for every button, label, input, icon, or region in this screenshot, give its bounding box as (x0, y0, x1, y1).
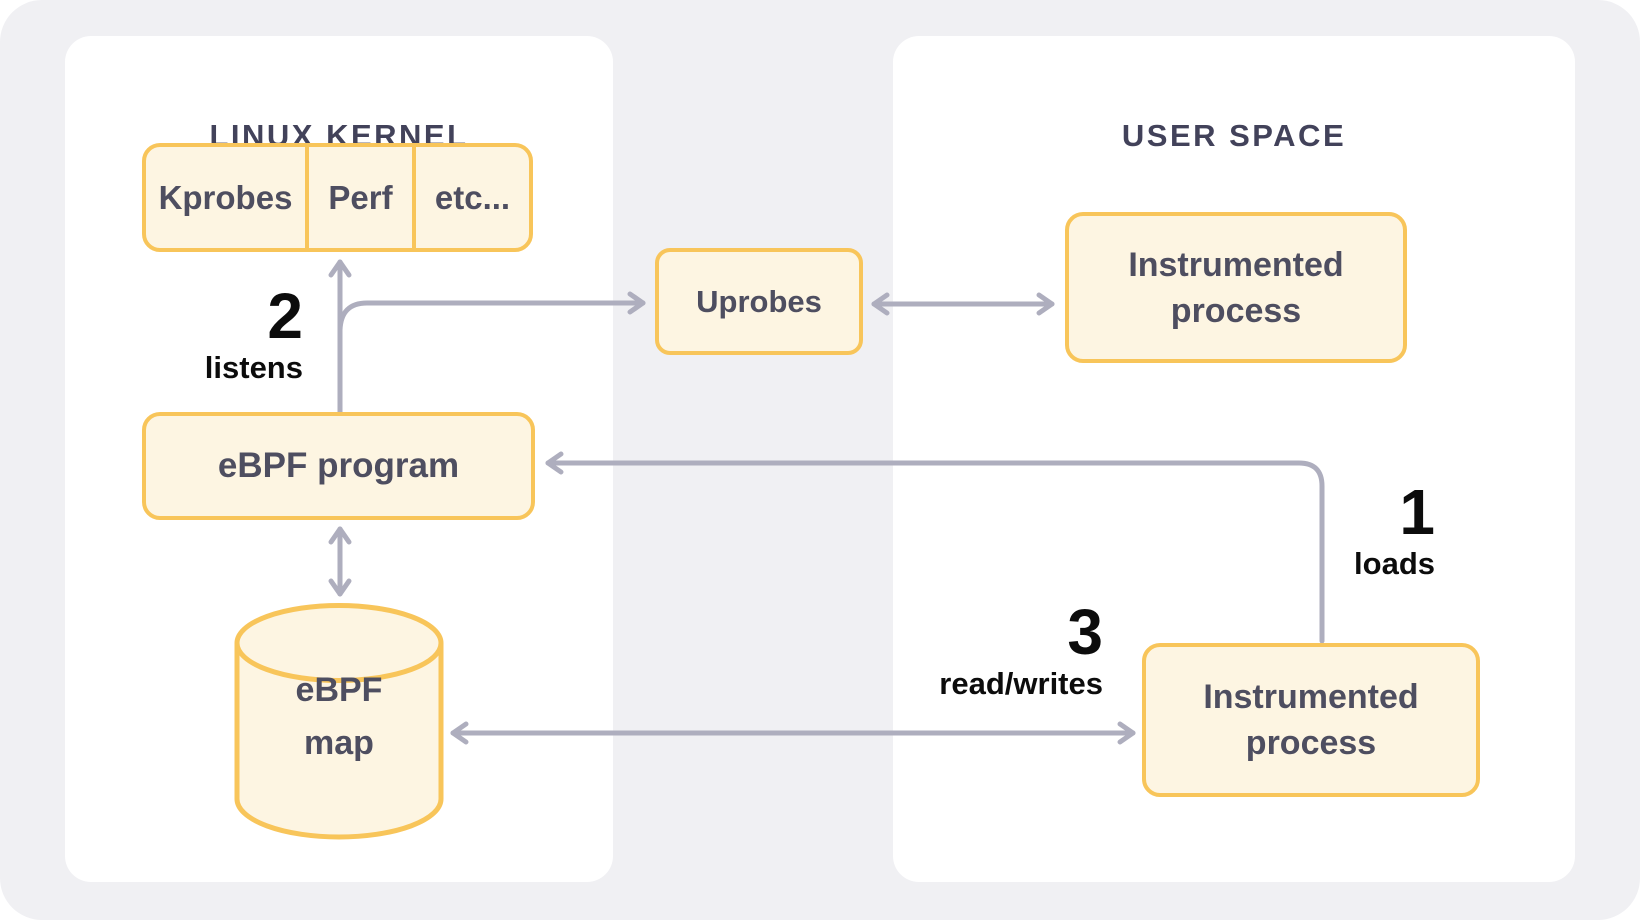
perf-cell: Perf (309, 147, 416, 248)
user-space-title: USER SPACE (1121, 117, 1347, 153)
kprobes-cell: Kprobes (146, 147, 309, 248)
etc-cell: etc... (434, 178, 511, 216)
probe-sources-box: Kprobes Perf etc... (142, 143, 533, 252)
uprobes-box: Uprobes (655, 248, 863, 355)
ebpf-program-box: eBPF program (142, 412, 535, 520)
instrumented-process-bottom-box: Instrumented process (1142, 643, 1480, 797)
ebpf-program-label: eBPF program (217, 446, 460, 485)
step-1-caption: loads (1354, 546, 1435, 581)
ebpf-map-cylinder (234, 603, 444, 840)
step-2-listens: 2 listens (103, 280, 303, 387)
step-3-read-writes: 3 read/writes (853, 596, 1103, 703)
step-2-number: 2 (267, 280, 303, 352)
step-1-number: 1 (1399, 476, 1435, 548)
ebpf-map-label-wrap: eBPF map (233, 664, 445, 770)
uprobes-label: Uprobes (696, 283, 822, 319)
step-3-number: 3 (1067, 596, 1103, 668)
instrumented-process-bottom-label: Instrumented process (1203, 678, 1419, 762)
step-2-caption: listens (204, 350, 303, 385)
instrumented-process-top-label: Instrumented process (1128, 245, 1344, 330)
ebpf-map-label: eBPF map (295, 671, 383, 762)
step-3-caption: read/writes (939, 666, 1103, 701)
step-1-loads: 1 loads (1235, 476, 1435, 583)
instrumented-process-top-box: Instrumented process (1065, 212, 1407, 363)
